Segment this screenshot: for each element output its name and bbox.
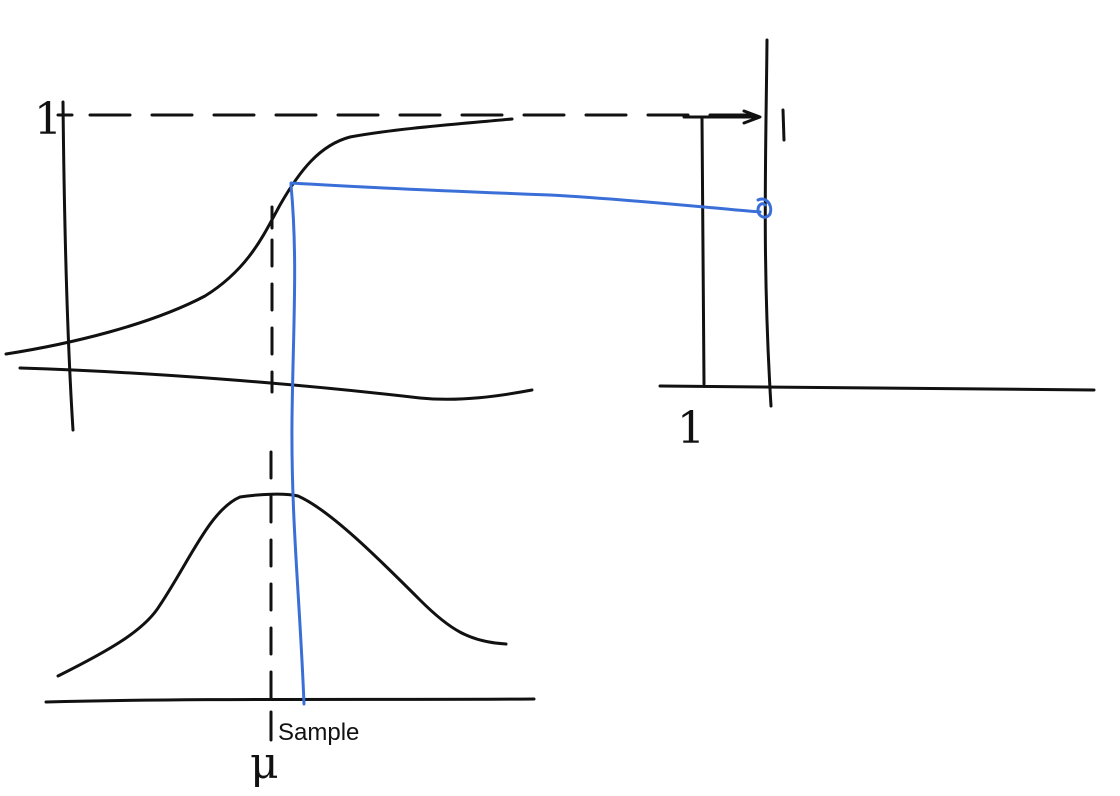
sample-point-marker (756, 197, 773, 219)
pdf-curve (56, 492, 508, 678)
pdf-x-axis (44, 697, 536, 704)
uniform-panel (658, 38, 1096, 408)
pdf-panel (44, 450, 536, 742)
uniform-y-axis (763, 38, 773, 408)
sample-mapping (289, 181, 773, 706)
cdf-y-axis (61, 100, 75, 432)
uniform-x-axis (658, 384, 1096, 392)
cdf-x-axis (18, 366, 534, 401)
uniform-left-edge (700, 116, 706, 386)
cdf-one-label: 1 (34, 94, 62, 145)
uniform-x-one-label: 1 (677, 403, 705, 454)
sample-horizontal-line (289, 181, 762, 214)
uniform-arrow-head (742, 109, 762, 125)
cdf-panel (4, 100, 762, 432)
uniform-top-one-mark (781, 108, 786, 142)
sample-vertical-line (289, 183, 306, 706)
cdf-curve (4, 117, 514, 356)
sample-label: Sample (278, 719, 359, 746)
mu-label: μ (250, 738, 279, 789)
